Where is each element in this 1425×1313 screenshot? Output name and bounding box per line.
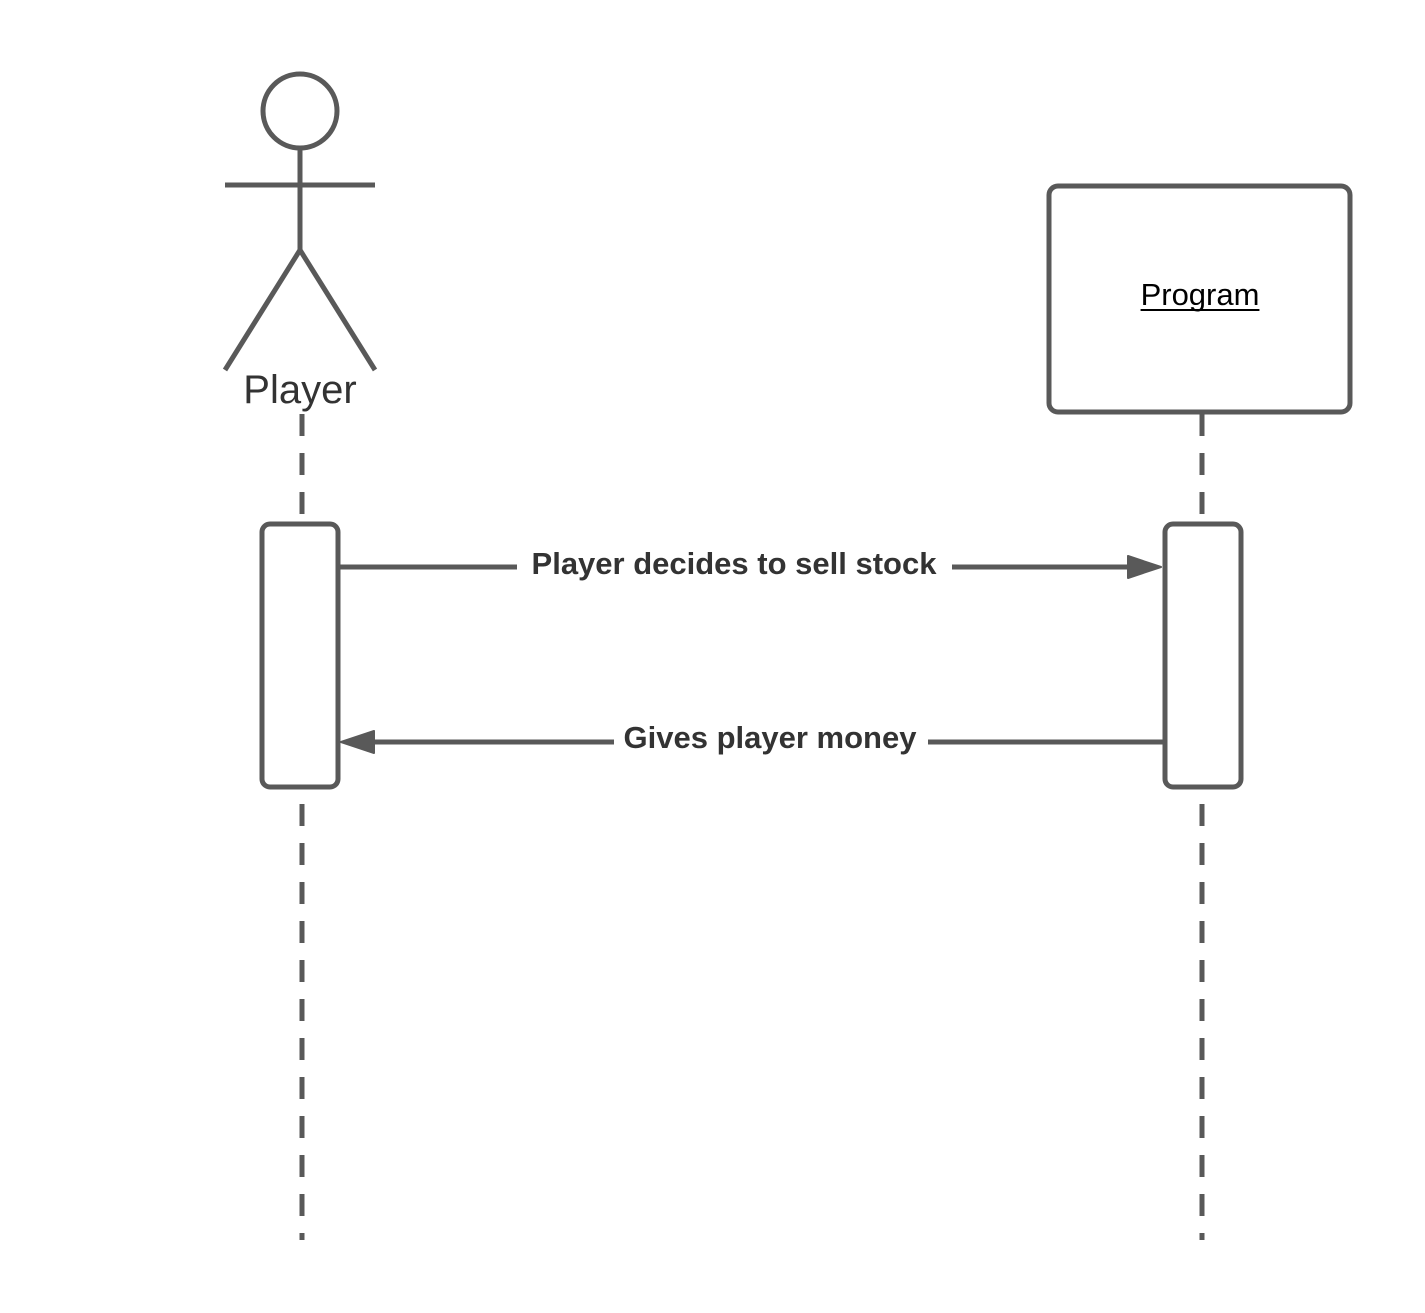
object-box xyxy=(1046,183,1353,415)
actor-label: Player xyxy=(243,368,356,412)
object-label: Program xyxy=(1141,277,1260,312)
actor-head xyxy=(260,71,340,151)
message-label: Gives player money xyxy=(624,720,918,755)
arrowhead-left-icon xyxy=(340,730,375,754)
message-sell-stock: Player decides to sell stock xyxy=(340,546,1162,581)
actor-activation-bar xyxy=(259,521,341,790)
actor-figure xyxy=(222,71,378,372)
message-label: Player decides to sell stock xyxy=(532,546,938,581)
arrowhead-right-icon xyxy=(1127,555,1162,579)
actor-right-leg xyxy=(297,248,378,372)
message-gives-money: Gives player money xyxy=(340,720,1164,755)
object-activation-bar xyxy=(1162,521,1244,790)
actor-left-leg xyxy=(222,248,303,372)
